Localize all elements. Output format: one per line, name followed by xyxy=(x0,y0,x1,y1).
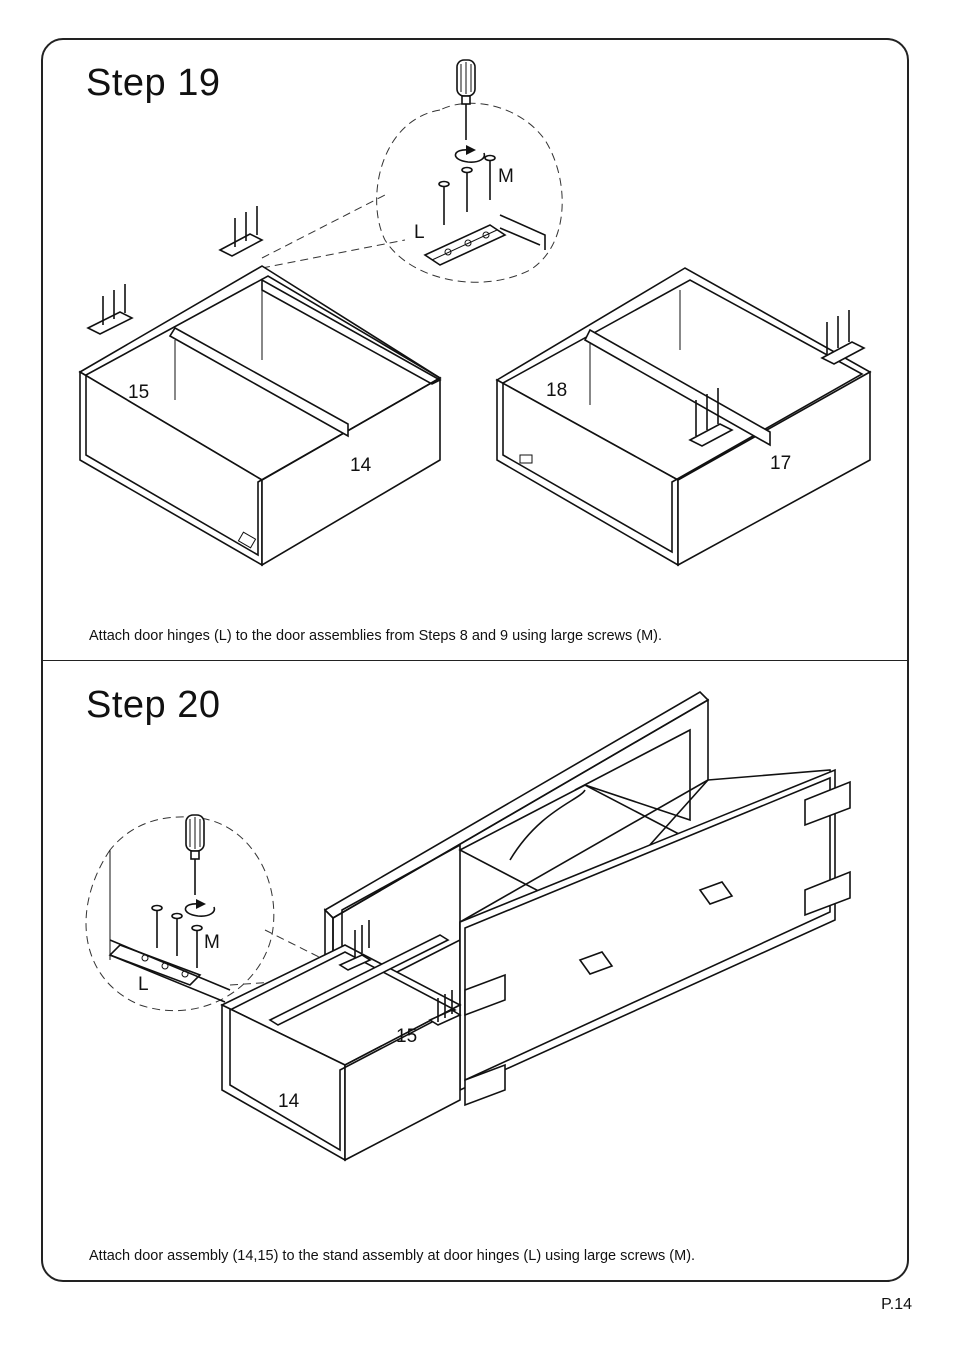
part-15-label: 15 xyxy=(128,382,149,403)
door-assembly-17-18: 18 17 xyxy=(495,267,872,567)
rotate-arrow-icon xyxy=(454,149,486,163)
screwdriver-icon xyxy=(456,59,476,140)
stand-assembly xyxy=(323,690,851,1107)
part-15-label: 15 xyxy=(396,1026,417,1047)
door-assembly-14-15: 15 14 xyxy=(220,920,462,1162)
screwdriver-icon xyxy=(185,814,205,895)
hinge-icon xyxy=(423,224,507,266)
screw-icon xyxy=(438,154,496,225)
screw-label: M xyxy=(204,932,220,953)
rotate-arrow-icon xyxy=(184,903,216,917)
part-17-label: 17 xyxy=(770,453,791,474)
step-20-title: Step 20 xyxy=(86,684,221,726)
screw-label: M xyxy=(498,166,514,187)
step-19-title: Step 19 xyxy=(86,62,221,104)
part-18-label: 18 xyxy=(546,380,567,401)
step-20-illustration: M L 15 14 xyxy=(85,690,851,1162)
door-assembly-14-15: 15 14 xyxy=(78,206,442,567)
step-19-caption: Attach door hinges (L) to the door assem… xyxy=(89,628,663,644)
page-number: P.14 xyxy=(881,1296,912,1313)
hinge-label: L xyxy=(414,222,425,243)
screw-icon xyxy=(151,904,203,968)
part-14-label: 14 xyxy=(350,455,372,476)
part-14-label: 14 xyxy=(278,1091,300,1112)
hinge-icon xyxy=(108,944,202,986)
step-20-caption: Attach door assembly (14,15) to the stan… xyxy=(89,1248,696,1264)
step-19-illustration: M L 15 14 xyxy=(78,59,872,567)
step-19-magnifier: M L xyxy=(261,59,563,283)
step-divider xyxy=(41,660,909,661)
hinge-label: L xyxy=(138,974,149,995)
